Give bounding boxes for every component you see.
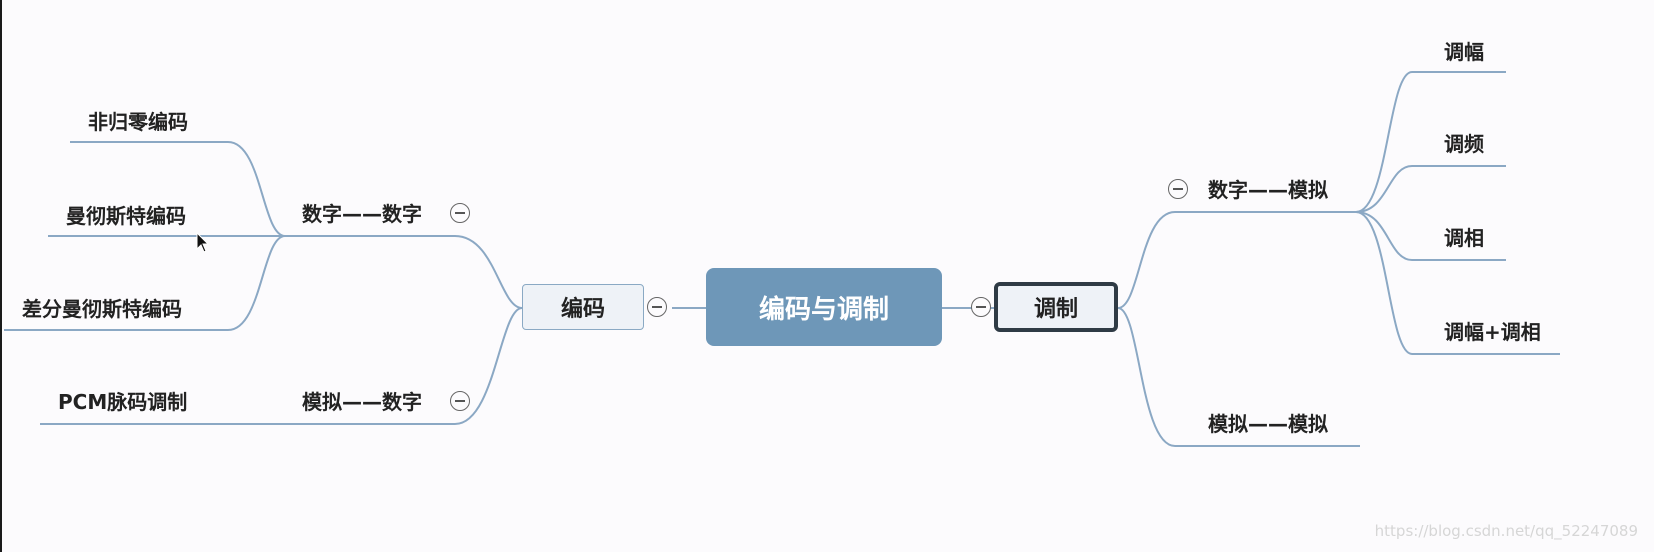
leaf-manchester[interactable]: 曼彻斯特编码 <box>66 204 186 228</box>
watermark: https://blog.csdn.net/qq_52247089 <box>1374 522 1638 540</box>
topic-modulation[interactable]: 调制 <box>994 282 1118 332</box>
leaf-fm[interactable]: 调频 <box>1444 132 1484 156</box>
leaf-am-pm[interactable]: 调幅+调相 <box>1444 320 1541 344</box>
line-encode-digital <box>285 235 523 309</box>
line-leaf-pm <box>1355 211 1506 261</box>
leaf-pm[interactable]: 调相 <box>1444 226 1484 250</box>
line-leaf-fm <box>1355 165 1506 213</box>
leaf-am[interactable]: 调幅 <box>1444 40 1484 64</box>
leaf-pcm[interactable]: PCM脉码调制 <box>58 390 188 414</box>
line-leaf-ampm <box>1355 211 1560 355</box>
root-topic[interactable]: 编码与调制 <box>706 268 942 346</box>
topic-modulation-label: 调制 <box>1033 297 1078 322</box>
mouse-pointer-icon <box>196 232 210 253</box>
collapse-digital-to-analog-icon[interactable] <box>1168 179 1188 199</box>
collapse-digital-to-digital-icon[interactable] <box>450 203 470 223</box>
root-topic-label: 编码与调制 <box>758 294 889 325</box>
subtopic-analog-to-analog[interactable]: 模拟——模拟 <box>1208 412 1328 436</box>
line-leaf-nrz <box>70 141 286 237</box>
leaf-nrz[interactable]: 非归零编码 <box>88 110 188 134</box>
collapse-encode-icon[interactable] <box>647 297 667 317</box>
line-leaf-am <box>1355 71 1506 213</box>
line-leaf-diffmanchester <box>4 235 286 331</box>
topic-encode-label: 编码 <box>560 297 605 322</box>
window-edge <box>0 0 2 552</box>
subtopic-digital-to-analog[interactable]: 数字——模拟 <box>1208 178 1328 202</box>
line-encode-analog <box>285 307 523 425</box>
subtopic-digital-to-digital[interactable]: 数字——数字 <box>302 202 422 226</box>
collapse-modulation-icon[interactable] <box>971 297 991 317</box>
collapse-analog-to-digital-icon[interactable] <box>450 391 470 411</box>
line-mod-analog <box>1117 307 1360 447</box>
subtopic-analog-to-digital[interactable]: 模拟——数字 <box>302 390 422 414</box>
leaf-differential-manchester[interactable]: 差分曼彻斯特编码 <box>22 297 182 321</box>
topic-encode[interactable]: 编码 <box>522 284 644 330</box>
line-mod-digital <box>1117 211 1356 309</box>
